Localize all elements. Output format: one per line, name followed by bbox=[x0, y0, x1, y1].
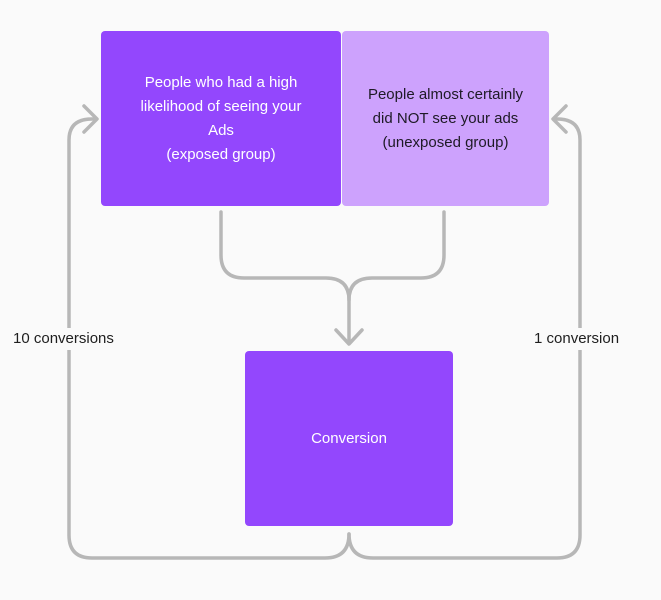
unexposed-group-line: did NOT see your ads bbox=[372, 109, 519, 127]
exposed-group-line: (exposed group) bbox=[166, 145, 276, 163]
merge-connector-right bbox=[347, 210, 446, 302]
left-flow-label: 10 conversions bbox=[8, 328, 119, 350]
left-loop-arrowhead bbox=[82, 104, 99, 134]
conversion-label: Conversion bbox=[311, 429, 387, 447]
unexposed-group-box: People almost certainly did NOT see your… bbox=[342, 31, 549, 206]
exposed-group-line: likelihood of seeing your bbox=[140, 97, 302, 115]
unexposed-group-line: People almost certainly bbox=[367, 85, 524, 103]
right-loop-connector bbox=[347, 117, 582, 560]
right-loop-arrowhead bbox=[551, 104, 568, 134]
left-loop-connector bbox=[67, 117, 351, 560]
right-flow-label: 1 conversion bbox=[530, 328, 624, 350]
exposed-group-line: Ads bbox=[208, 121, 234, 139]
exposed-group-line: People who had a high bbox=[144, 73, 298, 91]
conversion-box: Conversion bbox=[245, 351, 453, 526]
merge-connector bbox=[219, 210, 351, 344]
exposed-group-text: People who had a high likelihood of seei… bbox=[129, 71, 314, 167]
unexposed-group-line: (unexposed group) bbox=[382, 133, 509, 151]
exposed-group-box: People who had a high likelihood of seei… bbox=[101, 31, 341, 206]
unexposed-group-text: People almost certainly did NOT see your… bbox=[356, 83, 535, 155]
merge-arrowhead bbox=[334, 328, 364, 346]
